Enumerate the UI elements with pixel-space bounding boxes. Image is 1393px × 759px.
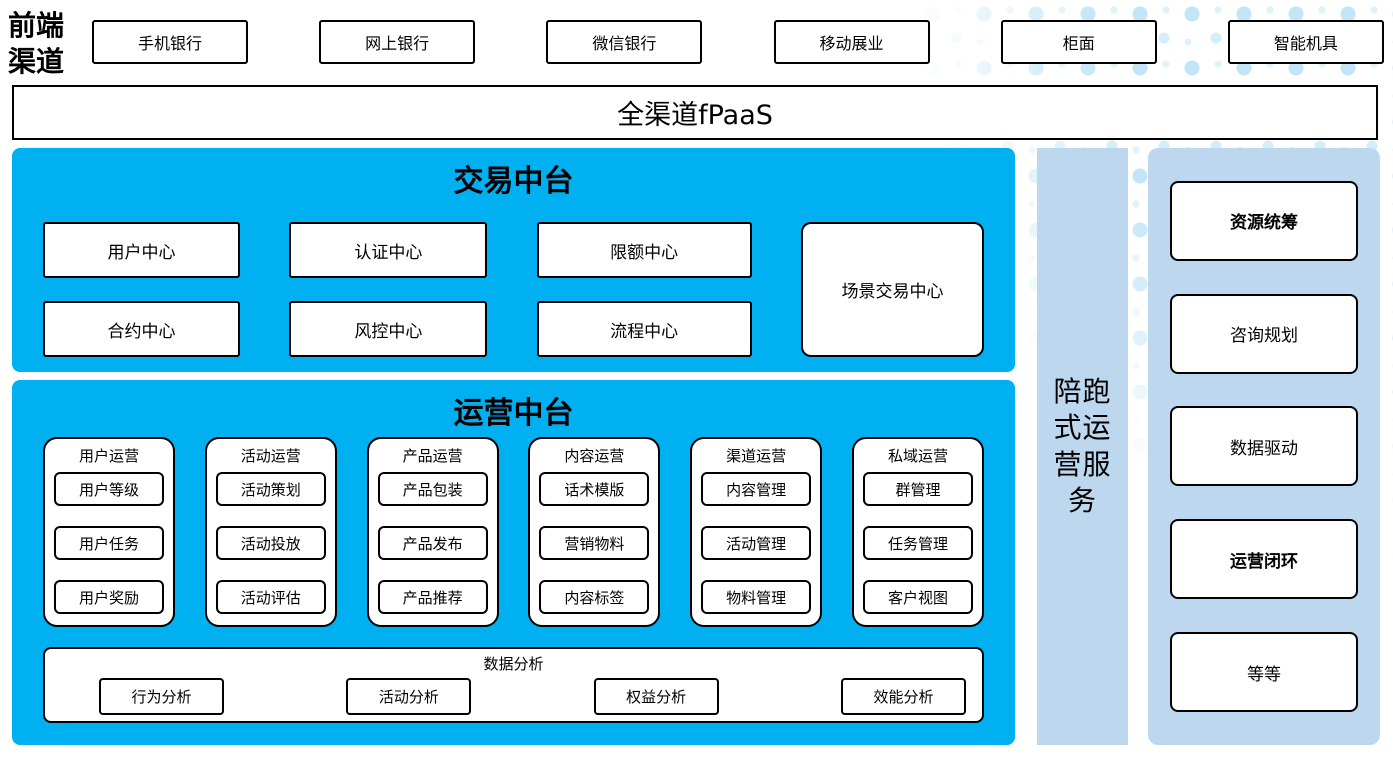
ops-group-items: 群管理 任务管理 客户视图: [862, 472, 973, 614]
channel-row: 手机银行 网上银行 微信银行 移动展业 柜面 智能机具: [92, 20, 1384, 64]
analysis-box-activity: 活动分析: [346, 678, 472, 715]
ops-item: 产品包装: [377, 472, 488, 506]
transaction-platform-title: 交易中台: [453, 164, 574, 199]
ops-group-title: 活动运营: [240, 447, 301, 465]
data-analysis-card: 数据分析 行为分析 活动分析 权益分析 效能分析: [43, 647, 984, 723]
ops-group-items: 产品包装 产品发布 产品推荐: [377, 472, 488, 614]
fpaas-bar: 全渠道fPaaS: [12, 85, 1378, 140]
ops-group-items: 内容管理 活动管理 物料管理: [701, 472, 812, 614]
center-box-scenario-transaction: 场景交易中心: [800, 222, 984, 357]
ops-group-user: 用户运营 用户等级 用户任务 用户奖励: [43, 437, 175, 627]
ops-item: 营销物料: [539, 526, 650, 560]
ops-item: 活动评估: [215, 580, 326, 614]
transaction-column-3: 限额中心 流程中心: [536, 222, 752, 357]
side-service-bar: 陪跑式运营服务: [1037, 148, 1128, 745]
ops-item: 话术模版: [539, 472, 650, 506]
ops-item: 客户视图: [862, 580, 973, 614]
center-box-process: 流程中心: [536, 301, 752, 357]
transaction-column-2: 认证中心 风控中心: [289, 222, 488, 357]
center-box-auth: 认证中心: [289, 222, 488, 278]
ops-group-channel: 渠道运营 内容管理 活动管理 物料管理: [690, 437, 823, 627]
ops-item: 活动投放: [215, 526, 326, 560]
service-box-data-driven: 数据驱动: [1170, 406, 1358, 487]
ops-group-items: 话术模版 营销物料 内容标签: [539, 472, 650, 614]
service-items-panel: 资源统筹 咨询规划 数据驱动 运营闭环 等等: [1148, 148, 1380, 745]
fpaas-label: 全渠道fPaaS: [617, 100, 773, 131]
ops-group-title: 用户运营: [78, 447, 139, 465]
ops-group-title: 渠道运营: [726, 447, 787, 465]
ops-item: 活动策划: [215, 472, 326, 506]
channel-box-smart-devices: 智能机具: [1227, 20, 1384, 64]
service-box-consulting: 咨询规划: [1170, 293, 1358, 374]
ops-group-title: 产品运营: [402, 447, 463, 465]
ops-item: 群管理: [862, 472, 973, 506]
operation-platform-panel: 运营中台 用户运营 用户等级 用户任务 用户奖励 活动运营 活动策划 活动投放 …: [12, 380, 1015, 745]
ops-item: 产品推荐: [377, 580, 488, 614]
operation-platform-title: 运营中台: [453, 396, 574, 431]
center-box-contract: 合约中心: [43, 301, 240, 357]
ops-group-title: 私域运营: [887, 447, 948, 465]
ops-item: 用户奖励: [54, 580, 164, 614]
ops-item: 用户任务: [54, 526, 164, 560]
ops-item: 用户等级: [54, 472, 164, 506]
channel-box-mobile-sales: 移动展业: [773, 20, 930, 64]
front-channel-label: 前端渠道: [8, 9, 65, 78]
channel-box-online-banking: 网上银行: [319, 20, 476, 64]
ops-group-activity: 活动运营 活动策划 活动投放 活动评估: [204, 437, 337, 627]
side-service-label: 陪跑式运营服务: [1053, 374, 1112, 517]
ops-item: 产品发布: [377, 526, 488, 560]
ops-group-product: 产品运营 产品包装 产品发布 产品推荐: [366, 437, 499, 627]
service-box-etc: 等等: [1170, 632, 1358, 713]
transaction-centers-grid: 用户中心 合约中心 认证中心 风控中心 限额中心 流程中心 场景交易中心: [43, 222, 984, 357]
transaction-column-1: 用户中心 合约中心: [43, 222, 240, 357]
service-box-resource: 资源统筹: [1170, 180, 1358, 261]
analysis-box-rights: 权益分析: [593, 678, 719, 715]
channel-box-mobile-banking: 手机银行: [92, 20, 248, 64]
ops-item: 内容标签: [539, 580, 650, 614]
transaction-platform-panel: 交易中台 用户中心 合约中心 认证中心 风控中心 限额中心 流程中心 场景交易中…: [12, 148, 1015, 372]
ops-group-private-domain: 私域运营 群管理 任务管理 客户视图: [851, 437, 984, 627]
service-box-closed-loop: 运营闭环: [1170, 519, 1358, 600]
center-box-user: 用户中心: [43, 222, 240, 278]
ops-group-items: 用户等级 用户任务 用户奖励: [54, 472, 164, 614]
data-analysis-row: 行为分析 活动分析 权益分析 效能分析: [45, 674, 982, 715]
ops-item: 物料管理: [701, 580, 812, 614]
center-box-risk: 风控中心: [289, 301, 488, 357]
ops-group-content: 内容运营 话术模版 营销物料 内容标签: [528, 437, 661, 627]
ops-item: 内容管理: [701, 472, 812, 506]
ops-group-title: 内容运营: [564, 447, 625, 465]
channel-box-counter: 柜面: [1000, 20, 1157, 64]
channel-box-wechat-banking: 微信银行: [546, 20, 703, 64]
analysis-box-behavior: 行为分析: [99, 678, 224, 715]
analysis-box-efficiency: 效能分析: [840, 678, 966, 715]
ops-item: 活动管理: [701, 526, 812, 560]
ops-item: 任务管理: [862, 526, 973, 560]
ops-group-items: 活动策划 活动投放 活动评估: [215, 472, 326, 614]
center-box-limit: 限额中心: [536, 222, 752, 278]
data-analysis-title: 数据分析: [483, 655, 544, 673]
operation-groups-row: 用户运营 用户等级 用户任务 用户奖励 活动运营 活动策划 活动投放 活动评估 …: [43, 437, 984, 627]
